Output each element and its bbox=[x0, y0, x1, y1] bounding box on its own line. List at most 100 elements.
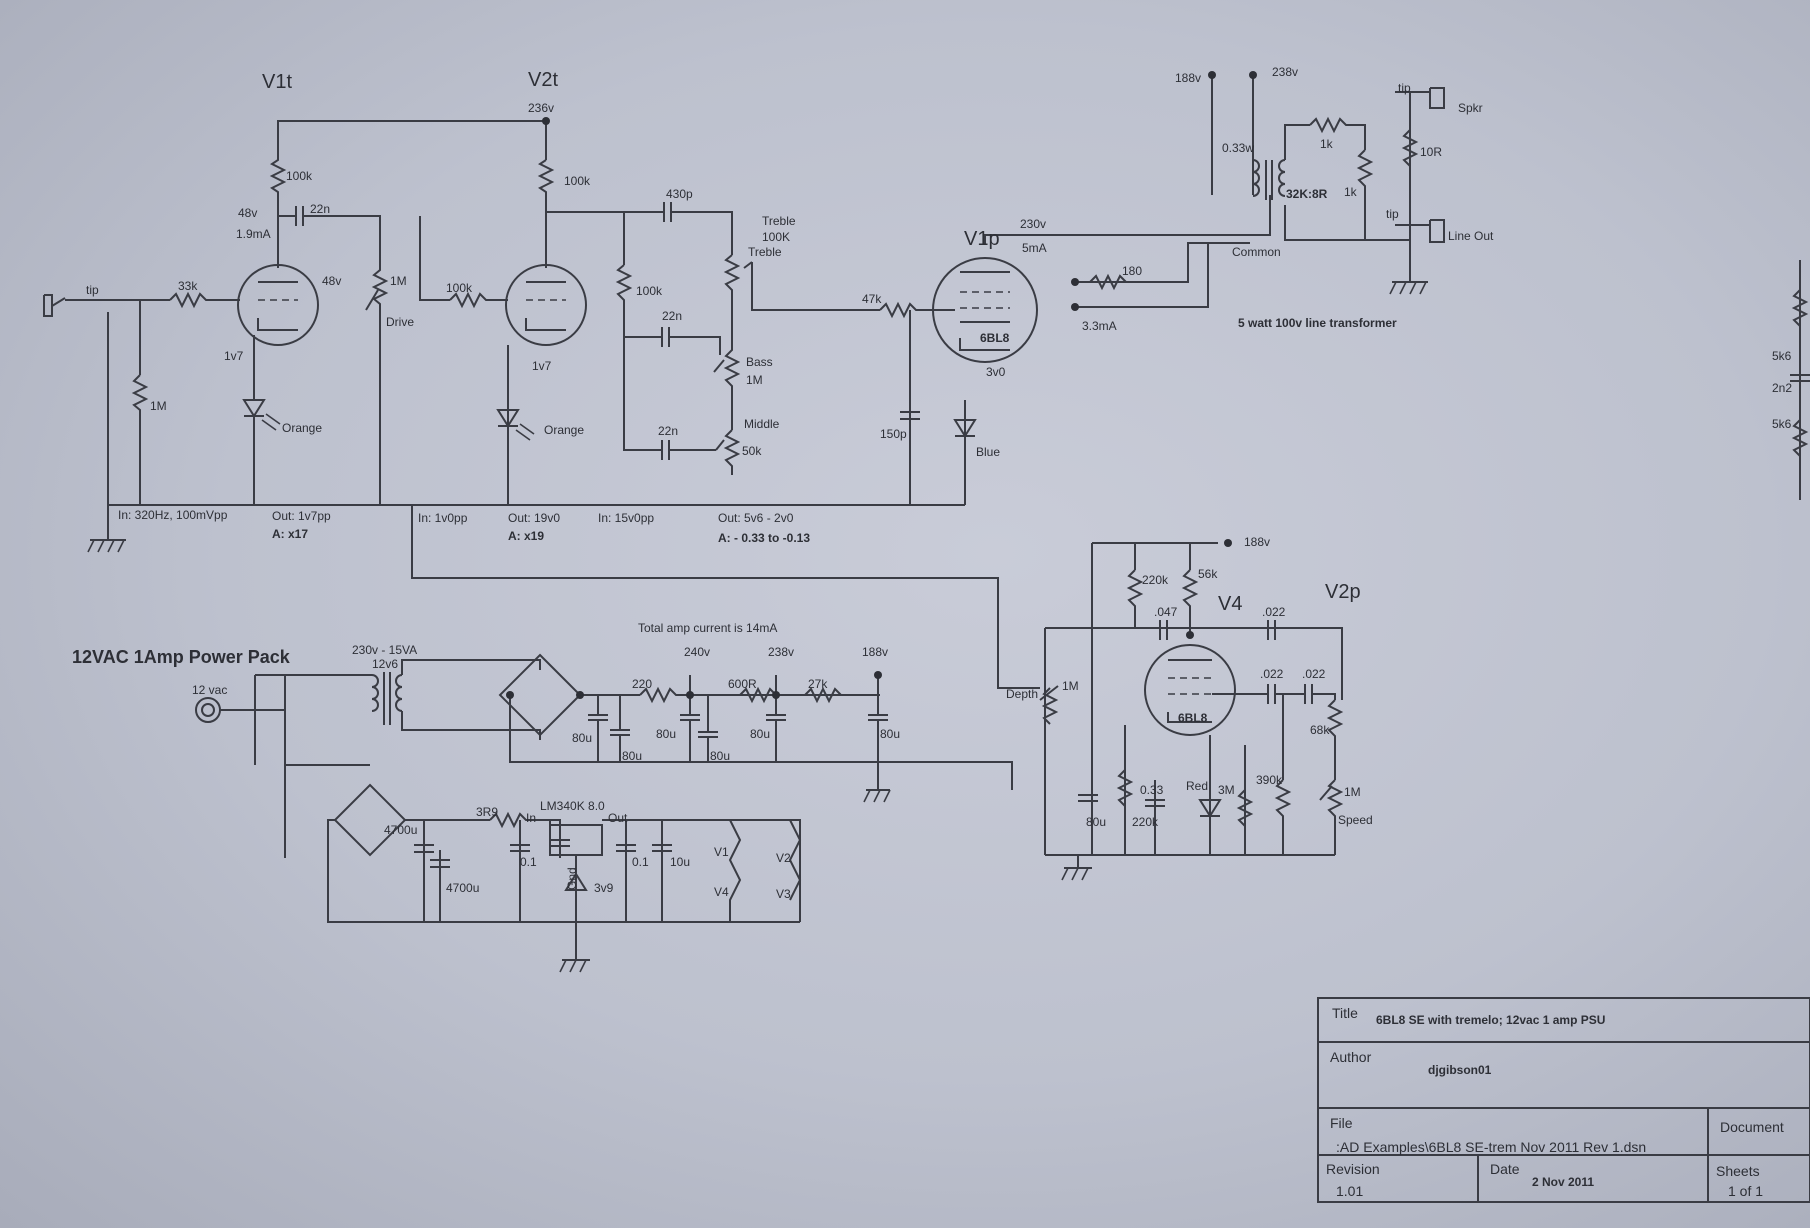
line-tip: tip bbox=[1386, 207, 1399, 221]
r-1k-b: 1k bbox=[1344, 185, 1358, 199]
input-tip-label: tip bbox=[86, 283, 99, 297]
r-68k: 68k bbox=[1310, 723, 1330, 737]
c-80u-5: 80u bbox=[750, 727, 770, 741]
v1t-label: V1t bbox=[262, 71, 292, 93]
heater-v4: V4 bbox=[714, 885, 729, 899]
c-10u: 10u bbox=[670, 855, 690, 869]
drive-label: Drive bbox=[386, 315, 414, 329]
r-33k: 33k bbox=[178, 279, 198, 293]
c-4700u-b: 4700u bbox=[446, 881, 479, 895]
meas-out-2: Out: 19v0 bbox=[508, 511, 560, 525]
v1p-tube bbox=[932, 257, 1038, 363]
voltage-236v: 236v bbox=[528, 101, 554, 115]
v4-label: V4 bbox=[1218, 593, 1242, 615]
r-220: 220 bbox=[632, 677, 652, 691]
speed-label: Speed bbox=[1338, 813, 1373, 827]
r-1m-input: 1M bbox=[150, 399, 167, 413]
heater-v2: V2 bbox=[776, 851, 791, 865]
heater-v3: V3 bbox=[776, 887, 791, 901]
r-180: 180 bbox=[1122, 264, 1142, 278]
r-47k: 47k bbox=[862, 292, 882, 306]
meas-out-3: Out: 5v6 - 2v0 bbox=[718, 511, 794, 525]
r-10r: 10R bbox=[1420, 145, 1442, 159]
date-value: 2 Nov 2011 bbox=[1532, 1175, 1594, 1189]
depth-value: 1M bbox=[1062, 679, 1079, 693]
c-22n-bass: 22n bbox=[662, 309, 682, 323]
voltage-238v: 238v bbox=[768, 645, 794, 659]
meas-in-1: In: 320Hz, 100mVpp bbox=[118, 508, 228, 522]
title-block: Title 6BL8 SE with tremelo; 12vac 1 amp … bbox=[1317, 997, 1810, 1203]
r-220k-b: 220k bbox=[1132, 815, 1159, 829]
v1p-tube-type: 6BL8 bbox=[980, 331, 1010, 345]
edge-fragment bbox=[1790, 260, 1810, 500]
line-out-label: Line Out bbox=[1448, 229, 1494, 243]
psu-title: 12VAC 1Amp Power Pack bbox=[72, 647, 291, 667]
treble-value: 100K bbox=[762, 230, 790, 244]
r-100k-tone: 100k bbox=[636, 284, 663, 298]
voltage-240v: 240v bbox=[684, 645, 710, 659]
c-80u-tremolo: 80u bbox=[1086, 815, 1106, 829]
led-orange-b: Orange bbox=[544, 423, 584, 437]
v2p-label: V2p bbox=[1325, 581, 1361, 603]
total-current-note: Total amp current is 14mA bbox=[638, 621, 777, 635]
v1t-plate-voltage: 48v bbox=[238, 206, 257, 220]
led-blue: Blue bbox=[976, 445, 1000, 459]
meas-out-1: Out: 1v7pp bbox=[272, 509, 331, 523]
v1t-cathode-voltage: 1v7 bbox=[224, 349, 244, 363]
spkr-label: Spkr bbox=[1458, 101, 1483, 115]
voltage-188v-trem: 188v bbox=[1244, 535, 1270, 549]
voltage-188v-top: 188v bbox=[1175, 71, 1201, 85]
edge-5k6-a: 5k6 bbox=[1772, 349, 1792, 363]
file-label: File bbox=[1330, 1115, 1353, 1131]
regulator-in: In bbox=[526, 811, 536, 825]
v2t-cathode-voltage: 1v7 bbox=[532, 359, 552, 373]
v4-tube-type: 6BL8 bbox=[1178, 711, 1208, 725]
middle-value: 50k bbox=[742, 444, 762, 458]
junction-dots bbox=[506, 71, 1257, 699]
xfmr-power: 0.33w bbox=[1222, 141, 1254, 155]
v1p-current: 5mA bbox=[1022, 241, 1047, 255]
edge-2n2: 2n2 bbox=[1772, 381, 1792, 395]
c-0-1-a: 0.1 bbox=[520, 855, 537, 869]
zener-3v9: 3v9 bbox=[594, 881, 614, 895]
c-430p: 430p bbox=[666, 187, 693, 201]
v1t-current: 1.9mA bbox=[236, 227, 271, 241]
c-022-a: .022 bbox=[1262, 605, 1286, 619]
v1p-screen-current: 3.3mA bbox=[1082, 319, 1117, 333]
c-022-b: .022 bbox=[1260, 667, 1284, 681]
depth-label: Depth bbox=[1006, 687, 1038, 701]
c-0-1-b: 0.1 bbox=[632, 855, 649, 869]
tremolo-wiring bbox=[1039, 542, 1344, 881]
r-390k: 390k bbox=[1256, 773, 1283, 787]
c-80u-3: 80u bbox=[656, 727, 676, 741]
common-label: Common bbox=[1232, 245, 1281, 259]
sheets-label: Sheets bbox=[1716, 1163, 1760, 1179]
author-value: djgibson01 bbox=[1428, 1063, 1492, 1077]
spkr-tip: tip bbox=[1398, 81, 1411, 95]
bass-value: 1M bbox=[746, 373, 763, 387]
v2t-label: V2t bbox=[528, 69, 558, 91]
c-22n-middle: 22n bbox=[658, 424, 678, 438]
author-label: Author bbox=[1330, 1049, 1372, 1065]
c-22n-v1t: 22n bbox=[310, 202, 330, 216]
v2t-tube bbox=[505, 264, 587, 346]
voltage-230v: 230v bbox=[1020, 217, 1046, 231]
c-80u-1: 80u bbox=[572, 731, 592, 745]
r-220k-a: 220k bbox=[1142, 573, 1169, 587]
psu-input-12vac: 12 vac bbox=[192, 683, 227, 697]
led-red: Red bbox=[1186, 779, 1208, 793]
treble-label-a: Treble bbox=[762, 214, 796, 228]
middle-label: Middle bbox=[744, 417, 780, 431]
bass-label: Bass bbox=[746, 355, 773, 369]
psu-xfmr-rating: 230v - 15VA bbox=[352, 643, 417, 657]
meas-gain-3: A: - 0.33 to -0.13 bbox=[718, 531, 810, 545]
v1t-grid-voltage: 48v bbox=[322, 274, 341, 288]
meas-in-2: In: 1v0pp bbox=[418, 511, 468, 525]
regulator-gnd: Gnd bbox=[565, 867, 579, 890]
r-100k-v2t: 100k bbox=[564, 174, 591, 188]
line-transformer-note: 5 watt 100v line transformer bbox=[1238, 316, 1397, 330]
title-value: 6BL8 SE with tremelo; 12vac 1 amp PSU bbox=[1376, 1013, 1605, 1027]
heater-v1: V1 bbox=[714, 845, 729, 859]
title-label: Title bbox=[1332, 1005, 1358, 1021]
